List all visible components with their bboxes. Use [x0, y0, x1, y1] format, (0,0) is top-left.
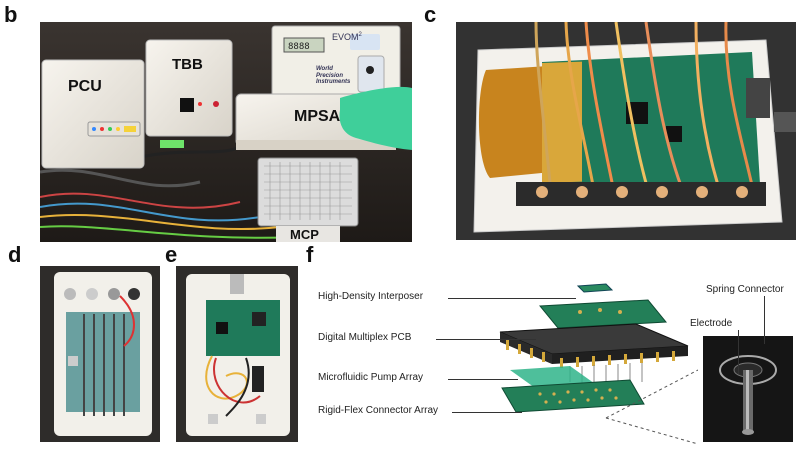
label-evom: EVOM2	[332, 32, 362, 42]
callout-electrode: Electrode	[690, 318, 733, 329]
label-mpsa: MPSA	[294, 108, 341, 125]
electrode-micrograph	[703, 336, 793, 442]
leader-interposer	[448, 298, 576, 299]
leader-pump	[448, 379, 518, 380]
exploded-view-illustration	[499, 283, 698, 445]
photo-panel-d	[40, 266, 160, 442]
panel-letter-f: f	[306, 242, 314, 267]
evom-brand: EVOM	[332, 32, 359, 42]
illustration-panel-f	[430, 270, 698, 446]
leader-rigidflex	[452, 412, 522, 413]
panel-letter-c: c	[424, 2, 437, 27]
label-pcu: PCU	[68, 78, 102, 95]
leader-pcb	[436, 339, 536, 340]
svg-text:8888: 8888	[288, 42, 310, 52]
callout-pump: Microfluidic Pump Array	[318, 372, 424, 383]
photo-panel-b: 8888 PCU TBB MPSA MCP EVOM2 World Precis…	[40, 22, 412, 242]
electrode-micrograph-illustration	[703, 336, 793, 442]
callout-spring-connector: Spring Connector	[706, 284, 784, 295]
photo-b-illustration: 8888	[40, 22, 412, 242]
photo-panel-e	[176, 266, 298, 442]
panel-letter-d: d	[8, 242, 22, 267]
photo-d-illustration	[40, 266, 160, 442]
evom-sup: 2	[358, 32, 362, 38]
photo-e-illustration	[176, 266, 298, 442]
callout-interposer: High-Density Interposer	[318, 291, 424, 302]
label-mcp: MCP	[290, 227, 319, 242]
panel-letter-b: b	[4, 2, 18, 27]
leader-spring	[764, 296, 765, 344]
label-tbb: TBB	[172, 56, 203, 73]
callout-rigidflex: Rigid-Flex Connector Array	[318, 405, 439, 416]
leader-electrode	[738, 330, 739, 374]
photo-c-illustration	[456, 22, 796, 240]
callout-pcb: Digital Multiplex PCB	[318, 332, 412, 343]
photo-panel-c	[456, 22, 796, 240]
label-evom-maker: World Precision Instruments	[316, 66, 351, 86]
panel-letter-e: e	[165, 242, 178, 267]
